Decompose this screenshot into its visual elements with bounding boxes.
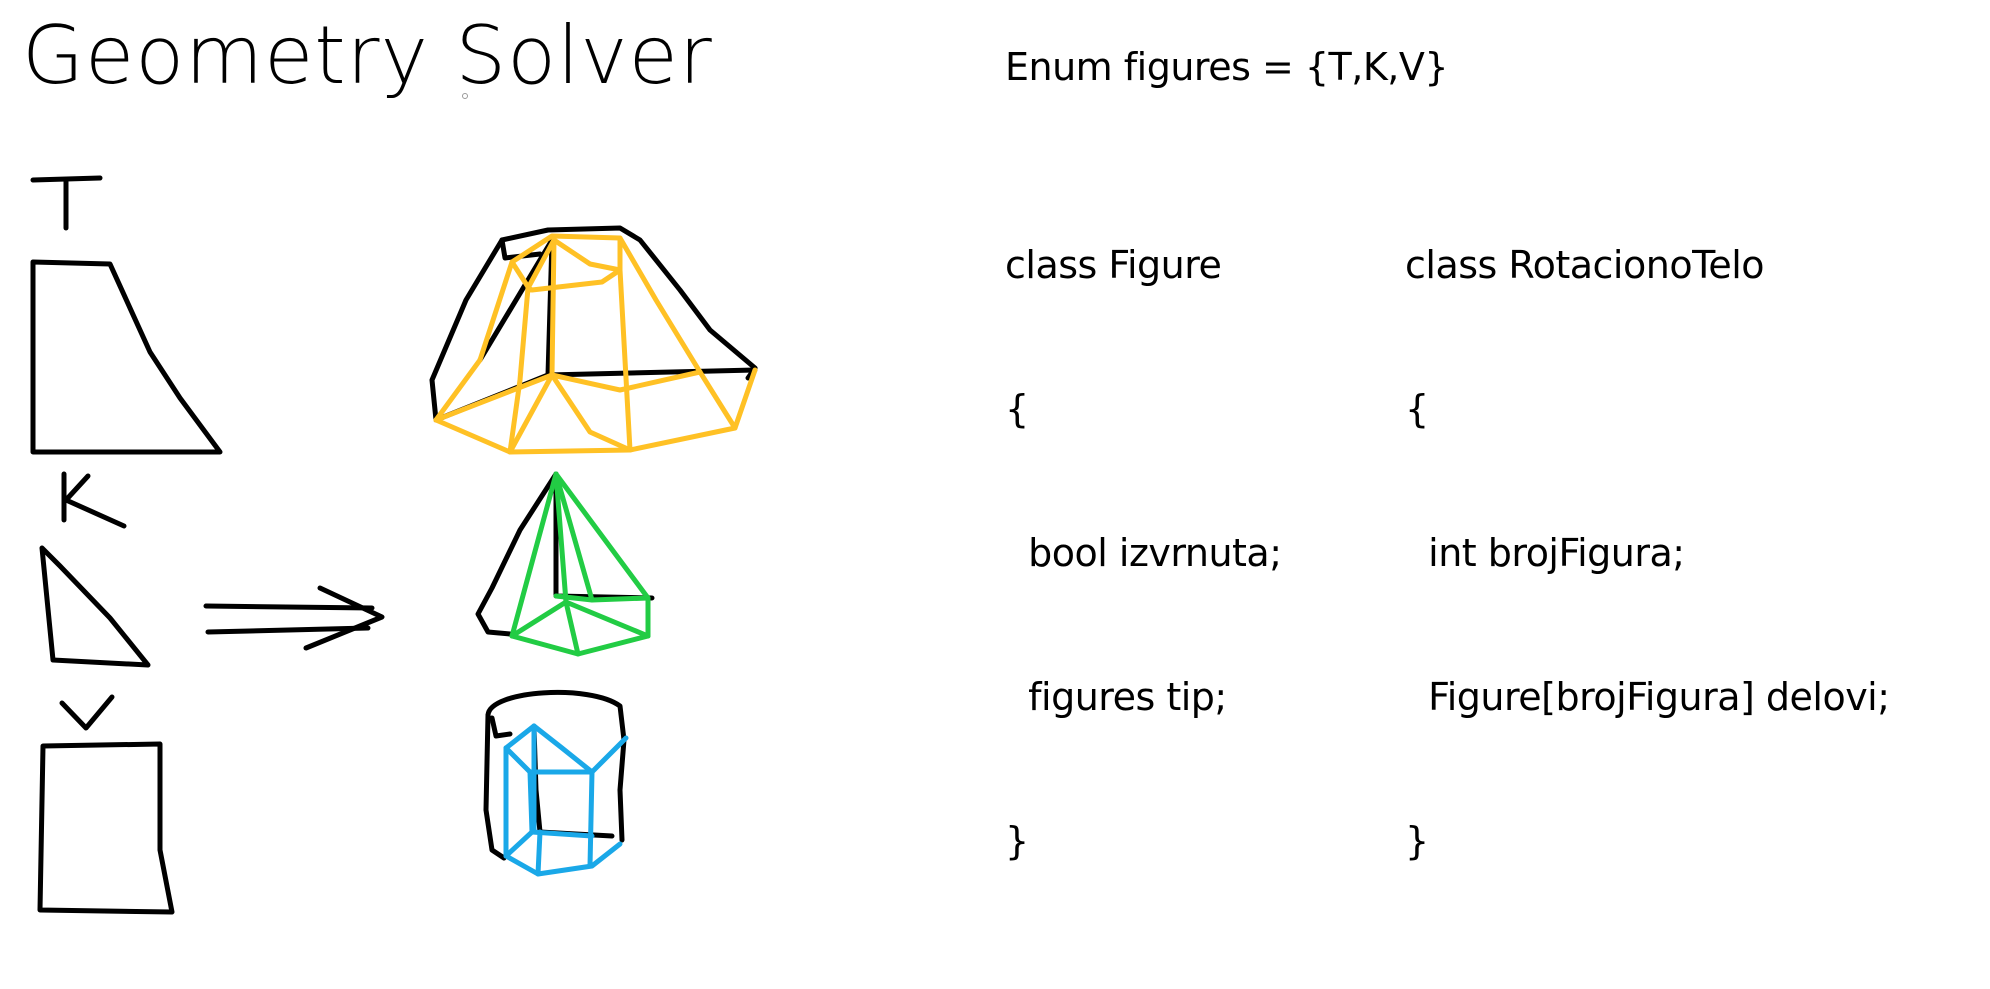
frustum-solid (429, 225, 758, 455)
cylinder-solid (483, 690, 629, 877)
code-line: { (1005, 387, 1029, 431)
right-triangle-shape (39, 545, 151, 668)
code-line: { (1405, 387, 1429, 431)
page-title: Geometry Solver (22, 9, 713, 102)
label-v-glyph (59, 694, 115, 731)
code-line: } (1005, 819, 1029, 863)
label-k-glyph (61, 471, 127, 529)
code-line: class Figure (1005, 243, 1222, 287)
code-line: int brojFigura; (1405, 531, 1685, 575)
class-rotaciono-telo-block: class RotacionoTelo { int brojFigura; Fi… (1405, 145, 1890, 913)
code-line: figures tip; (1005, 675, 1227, 719)
class-figure-block: class Figure { bool izvrnuta; figures ti… (1005, 145, 1282, 913)
code-line: } (1405, 819, 1429, 863)
trapezoid-shape (30, 259, 223, 455)
code-line: class RotacionoTelo (1405, 243, 1765, 287)
cone-solid (475, 471, 655, 657)
double-arrow (203, 585, 385, 651)
enum-declaration: Enum figures = {T,K,V} (1005, 45, 1449, 89)
rectangle-shape (37, 741, 175, 915)
code-line: Figure[brojFigura] delovi; (1405, 675, 1890, 719)
code-line: bool izvrnuta; (1005, 531, 1282, 575)
label-t-glyph (30, 175, 103, 231)
stray-dot (462, 93, 468, 99)
